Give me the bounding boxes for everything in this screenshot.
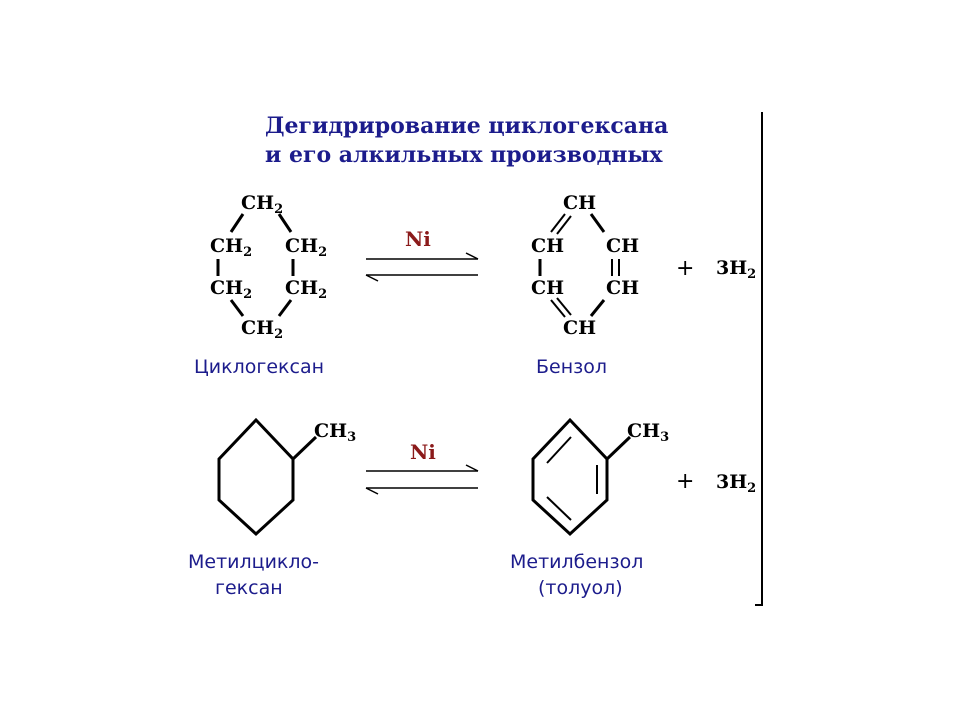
right-bracket <box>755 112 763 606</box>
ch-lower-left: CH <box>531 277 564 299</box>
ch3-substituent-1: CH3 <box>314 420 356 445</box>
benzene-structure: CH CH CH CH CH CH <box>531 192 639 339</box>
equilibrium-arrow-1 <box>365 252 479 282</box>
ch2-lower-right: CH2 <box>285 277 327 302</box>
bond <box>229 299 245 317</box>
inner-double-bond <box>546 436 572 464</box>
title-line-2: и его алкильных производных <box>265 142 663 168</box>
benzene-name: Бензол <box>536 356 607 378</box>
title-line-1: Дегидрирование циклогексана <box>265 113 668 139</box>
plus-sign-1: + <box>676 256 694 281</box>
toluene-name-line-1: Метилбензол <box>510 551 643 573</box>
plus-sign-2: + <box>676 469 694 494</box>
ch-lower-right: CH <box>606 277 639 299</box>
bond <box>277 299 293 317</box>
equilibrium-arrow-2 <box>365 464 479 495</box>
bond <box>589 299 606 317</box>
ch-bottom: CH <box>563 317 596 339</box>
catalyst-ni-2: Ni <box>410 440 436 464</box>
methylcyclohexane-name-line-1: Метилцикло- <box>188 551 319 573</box>
methyl-bond <box>291 435 318 461</box>
ch2-upper-left: CH2 <box>210 235 252 260</box>
cyclohexane-ring <box>217 417 295 537</box>
ch2-bottom: CH2 <box>241 317 283 342</box>
ch3-substituent-2: CH3 <box>627 420 669 445</box>
toluene-name-line-2: (толуол) <box>538 577 623 599</box>
methylcyclohexane-name-line-2: гексан <box>215 577 283 599</box>
hydrogen-1: 3H2 <box>716 257 756 282</box>
double-bond <box>550 213 566 233</box>
cyclohexane-name: Циклогексан <box>194 356 324 378</box>
ch2-lower-left: CH2 <box>210 277 252 302</box>
catalyst-ni-1: Ni <box>405 227 431 251</box>
ch-upper-left: CH <box>531 235 564 257</box>
bond <box>589 213 606 233</box>
ch-top: CH <box>563 192 596 214</box>
ch-upper-right: CH <box>606 235 639 257</box>
cyclohexane-structure: CH2 CH2 CH2 CH2 CH2 CH2 <box>210 192 327 342</box>
toluene-structure: CH3 <box>531 417 669 537</box>
methyl-bond <box>605 435 632 461</box>
double-bond <box>550 299 566 318</box>
ch2-top: CH2 <box>241 192 283 217</box>
bond <box>229 213 245 233</box>
hydrogen-2: 3H2 <box>716 471 756 496</box>
inner-double-bond <box>546 496 572 521</box>
ch2-upper-right: CH2 <box>285 235 327 260</box>
methylcyclohexane-structure: CH3 <box>217 417 356 537</box>
bond <box>277 213 293 233</box>
